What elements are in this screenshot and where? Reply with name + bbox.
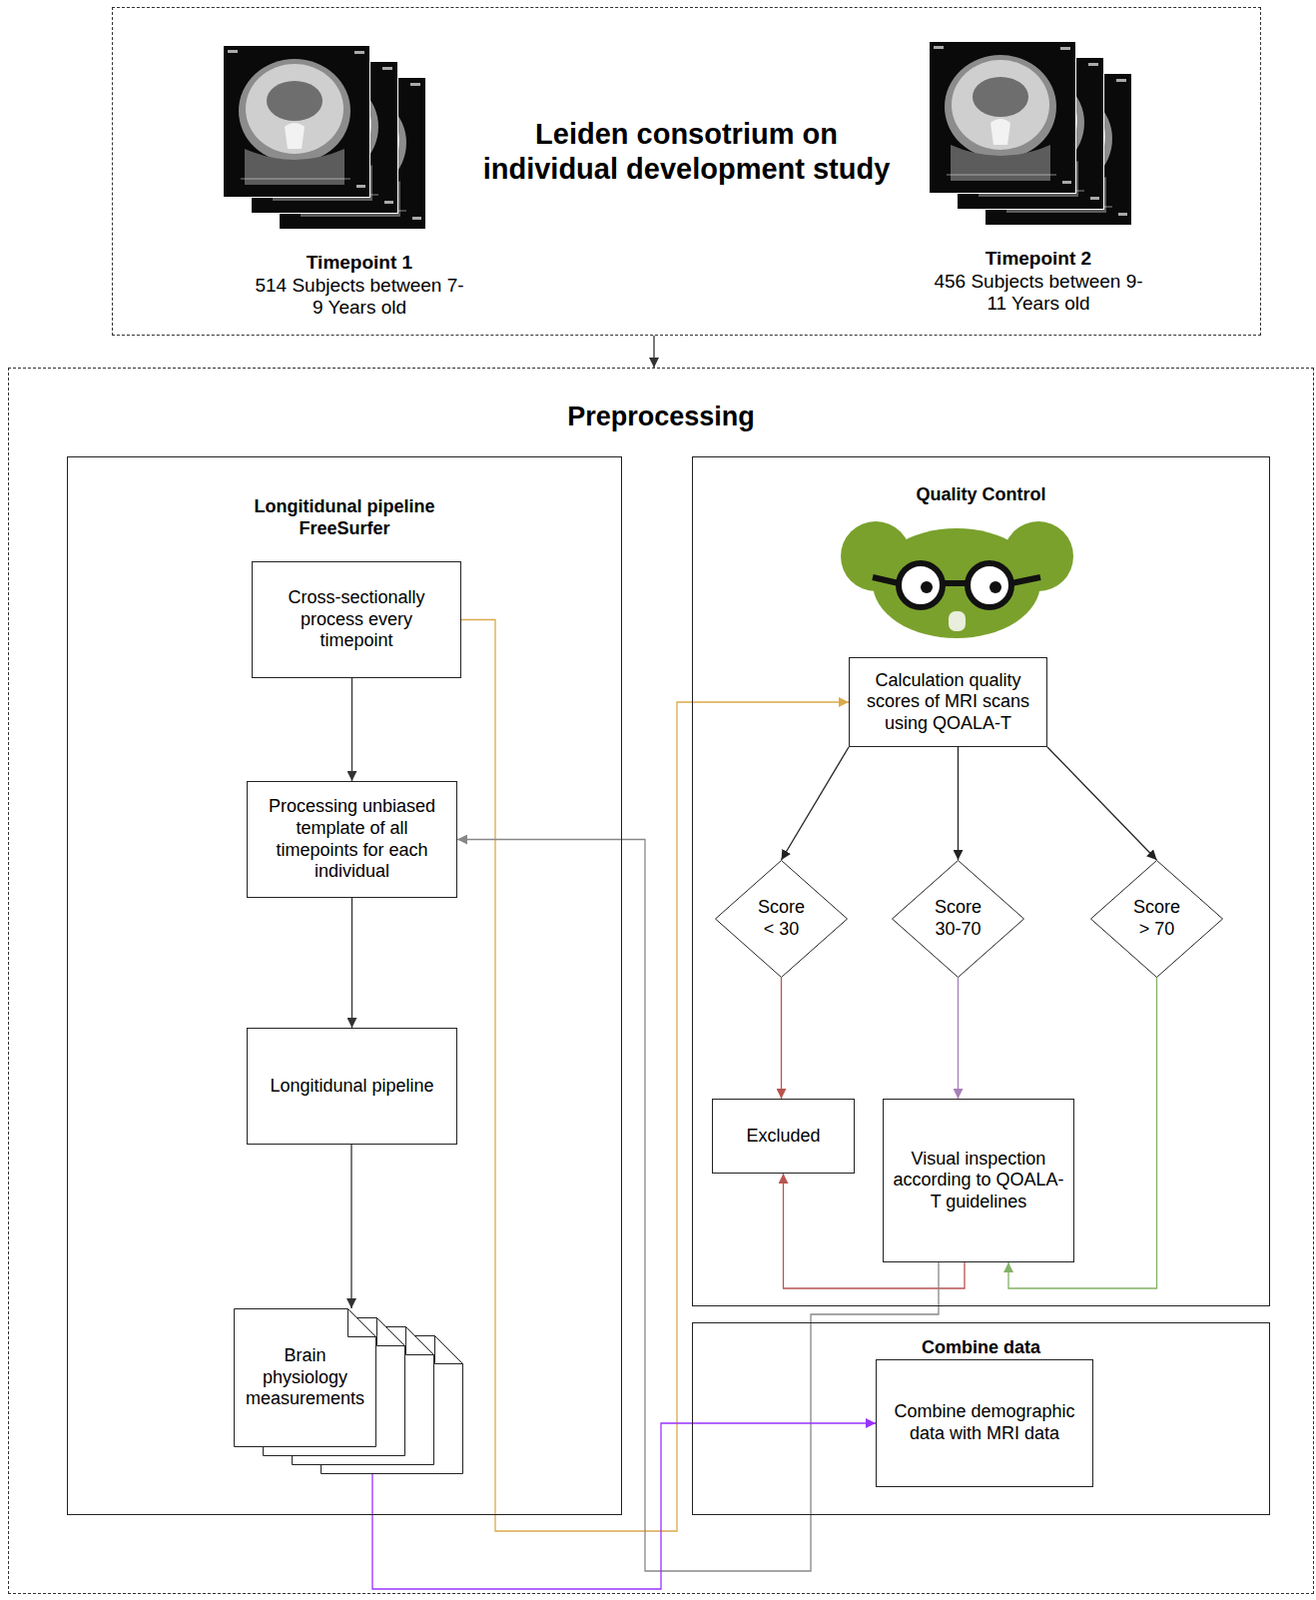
connector [351, 897, 353, 1028]
group-panel: Cross-sectionally process every timepoin… [66, 456, 623, 1515]
sheet-fold [435, 1335, 464, 1364]
decision-diamond: Score < 30 [714, 859, 848, 978]
mri-scan [223, 45, 371, 198]
process-box: Calculation quality scores of MRI scans … [848, 657, 1048, 747]
glasses-arm [1011, 577, 1041, 584]
group-heading: Longitidunal pipeline FreeSurfer [239, 496, 450, 540]
process-box: Longitidunal pipeline [246, 1027, 458, 1145]
process-box: Cross-sectionally process every timepoin… [251, 561, 462, 678]
connector [957, 977, 959, 1099]
connector [351, 677, 353, 781]
dashed-group: Cross-sectionally process every timepoin… [7, 367, 1315, 1594]
connector [457, 839, 939, 1572]
box-text: Excluded [720, 1125, 846, 1148]
group-heading: Combine data [831, 1336, 1132, 1359]
box-text: Calculation quality scores of MRI scans … [858, 669, 1039, 735]
decision-text: Score < 30 [753, 896, 809, 940]
koala-logo [840, 521, 1074, 639]
document-sheet [234, 1309, 377, 1447]
decision-text: Score > 70 [1129, 896, 1185, 940]
subject-note: 514 Subjects between 7-9 Years old [252, 274, 468, 319]
group-panel: Combine demographic data with MRI data Co… [691, 1321, 1271, 1515]
box-text: Processing unbiased template of all time… [259, 795, 445, 882]
process-box: Combine demographic data with MRI data [875, 1358, 1094, 1487]
decision-diamond: Score > 70 [1090, 859, 1224, 978]
glasses-arm [872, 577, 899, 584]
connector [957, 746, 959, 860]
document-stack: Brain physiology measurements [233, 1308, 465, 1474]
timepoint-heading: Timepoint 2 [918, 247, 1159, 270]
process-box: Excluded [711, 1098, 855, 1174]
group-title: Preprocessing [461, 400, 861, 433]
timepoint-heading: Timepoint 1 [239, 251, 480, 274]
connector [653, 335, 655, 368]
koala-eye [989, 581, 1002, 594]
connector [350, 1144, 352, 1309]
process-box: Visual inspection according to QOALA-T g… [882, 1098, 1075, 1263]
glasses-lens [967, 563, 1012, 608]
koala-head [872, 528, 1041, 639]
process-box: Processing unbiased template of all time… [246, 780, 458, 898]
koala-eye [920, 581, 933, 594]
box-text: Combine demographic data with MRI data [884, 1400, 1085, 1444]
diamond-shape [1091, 860, 1224, 978]
koala-nose [948, 611, 966, 632]
box-text: Visual inspection according to QOALA-T g… [891, 1148, 1067, 1214]
connector [461, 620, 849, 1532]
diamond-shape [715, 860, 848, 978]
sheet-fold [348, 1309, 377, 1337]
connector [781, 746, 850, 860]
sheet-fold [377, 1317, 406, 1346]
group-panel: Calculation quality scores of MRI scans … [691, 456, 1271, 1307]
box-text: Cross-sectionally process every timepoin… [266, 587, 447, 653]
subject-note: 456 Subjects between 9-11 Years old [931, 270, 1147, 315]
connectors [351, 335, 1158, 1589]
group-heading: Quality Control [831, 484, 1132, 507]
decision-text: Score 30-70 [930, 896, 986, 940]
sheet-outline [234, 1309, 377, 1447]
diamond-shape [892, 860, 1025, 978]
mri-scan [929, 41, 1077, 194]
document-text: Brain physiology measurements [242, 1344, 368, 1410]
decision-diamond: Score 30-70 [891, 859, 1025, 978]
glasses-bridge [942, 580, 968, 587]
glasses-lens [898, 563, 943, 608]
connector [1047, 746, 1158, 860]
box-text: Longitidunal pipeline [254, 1075, 450, 1098]
group-title: Leiden consotrium on individual developm… [467, 116, 907, 187]
connector [780, 977, 782, 1099]
sheet-fold [406, 1326, 435, 1355]
